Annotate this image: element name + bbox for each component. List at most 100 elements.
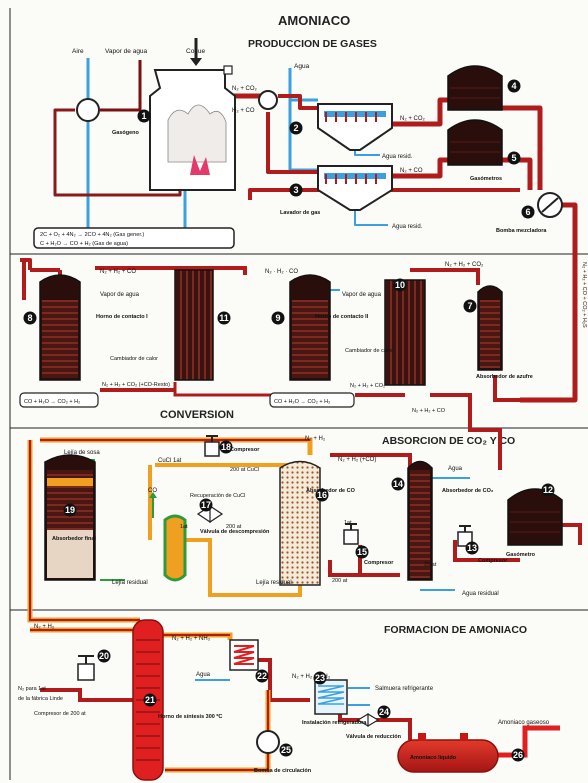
label-1at: 1at [180,524,188,530]
label-side-mix: N₂ + H₂ + CO + CO₂ + H₂S [581,262,587,328]
label-cambiador-1: Cambiador de calor [110,356,158,362]
equipment-number-10: 10 [395,280,405,290]
section-title-formacion: FORMACION DE AMONIACO [384,624,527,636]
label-eq-1: CO + H₂O → CO₂ + H₂ [24,399,80,405]
label-eq-2: CO + H₂O → CO₂ + H₂ [274,399,330,405]
equipment-label-12: Gasómetro [506,552,536,558]
label-lejia-resid: Lejía residual [112,580,148,586]
air-blower [77,99,99,121]
lavador-2 [318,104,392,150]
equipment-number-9: 9 [275,313,280,323]
label-nh3-mix: N₂ + H₂ + NH₃ [172,636,211,642]
equipment-number-13: 13 [467,543,477,553]
section-title-conversion: CONVERSION [160,409,234,421]
equipment-label-23: Instalación refrigeradora [302,720,367,726]
label-n2-desde-1: N₂ para 1at [18,686,46,692]
label-agua: Agua [294,63,310,70]
label-n2-co2-b: N₂ + CO₂ [400,116,426,122]
label-conv-out-2: N₂ + H₂ + CO₂ [350,383,385,389]
bomba-circulacion [257,731,279,753]
label-25at: 25 at [424,562,437,568]
equipment-label-6: Bomba mezcladora [496,228,547,234]
label-co: CO [148,488,157,494]
horno-contacto-2 [290,275,330,380]
label-recuperacion: Recuperación de CuCl [190,493,245,499]
equipment-number-11: 11 [219,313,229,323]
section-title-gases: PRODUCCION DE GASES [248,38,377,50]
label-200at-b: 200 at [332,578,348,584]
equipment-label-19: Absorbedor final [52,536,96,542]
equipment-label-13: Compresor [478,558,508,564]
equipment-number-19: 19 [65,505,75,515]
equipment-label-21: Horno de síntesis 300 ºC [158,714,222,720]
instalacion-refrigeradora [315,680,347,714]
label-agua-resid-2: Agua resid. [392,224,423,230]
equipment-number-1: 1 [141,111,146,121]
label-vapor-1: Vapor de agua [100,292,140,298]
equipment-number-21: 21 [145,695,155,705]
label-cucl-1at: CuCl 1at [158,458,182,464]
equipment-number-2: 2 [293,123,298,133]
label-agua-b: Agua [448,466,463,472]
equipment-number-24: 24 [379,707,389,717]
label-coque: Coque [186,48,206,55]
label-conv-out-3: N₂ + H₂ + CO [412,408,446,414]
equipment-label-18: Compresor [230,447,260,453]
compresor-20 [78,656,94,680]
label-1at-b: 1at [344,520,352,526]
label-aire: Aire [72,48,84,55]
equipment-label-26: Amoniaco líquido [410,755,457,761]
equipment-number-20: 20 [99,651,109,661]
label-agua-resid-1: Agua resid. [382,154,413,160]
cambiador-calor-11 [175,270,213,380]
equipment-number-4: 4 [511,81,516,91]
absorbedor-final [45,455,95,580]
equipment-number-5: 5 [511,153,516,163]
refrigerador [230,640,258,670]
label-agua-c: Agua [196,672,211,678]
equipment-label-8: Horno de contacto I [96,314,148,320]
label-reaccion-1: 2C + O₂ + 4N₂ → 2CO + 4N₂ (Gas gener.) [40,232,144,238]
main-title: AMONIACO [278,13,350,28]
label-cucl-200: 200 at CuCl [230,467,259,473]
absorbedor-azufre [478,286,502,370]
equipment-number-17: 17 [201,500,211,510]
label-n2-h2-c: N₂ + H₂ [34,624,55,630]
label-amoniaco-gaseoso: Amoniaco gaseoso [498,720,550,726]
label-n2-co-a: N₂ + CO₂ [232,86,258,92]
label-conv-mid: N₂ · H₂ · CO [265,269,298,275]
equipment-label-5: Gasómetros [470,176,502,182]
label-agua-residual: Agua residual [462,591,499,597]
equipment-number-23: 23 [315,673,325,683]
label-conv-in: N₂ + H₂ + CO [100,269,136,275]
compresor-15 [344,524,358,544]
tanque-amoniaco [398,733,498,772]
label-lejia-sosa: Lejía de sosa [64,450,100,456]
equipment-number-25: 25 [281,745,291,755]
label-compresor-200: Compresor de 200 at [34,711,86,717]
valve-14 [259,91,277,109]
gasometro-5 [448,120,502,165]
section-title-absorcion: ABSORCION DE CO₂ Y CO [382,435,515,447]
equipment-label-9: Horno de contacto II [315,314,369,320]
label-vapor-2: Vapor de agua [342,292,382,298]
label-n2-h2-top: N₂ + H₂ [305,436,326,442]
equipment-number-22: 22 [257,671,267,681]
equipment-number-26: 26 [513,750,523,760]
label-n2-desde-2: de la fábrica Linde [18,696,63,702]
equipment-number-3: 3 [293,185,298,195]
equipment-label-7: Absorbedor de azufre [476,374,533,380]
lavador-3 [318,166,392,210]
label-lejia-resid-2: Lejía residual [256,580,292,586]
equipment-label-3: Lavador de gas [280,210,320,216]
absorbedor-co [280,462,320,586]
recuperacion-vessel [149,492,185,580]
gasometro-12 [508,489,562,545]
equipment-number-14: 14 [393,479,403,489]
horno-contacto-1 [40,275,80,380]
equipment-label-15: Compresor [364,560,394,566]
equipment-number-12: 12 [543,485,553,495]
label-cambiador-2: Cambiador de calor [345,348,393,354]
